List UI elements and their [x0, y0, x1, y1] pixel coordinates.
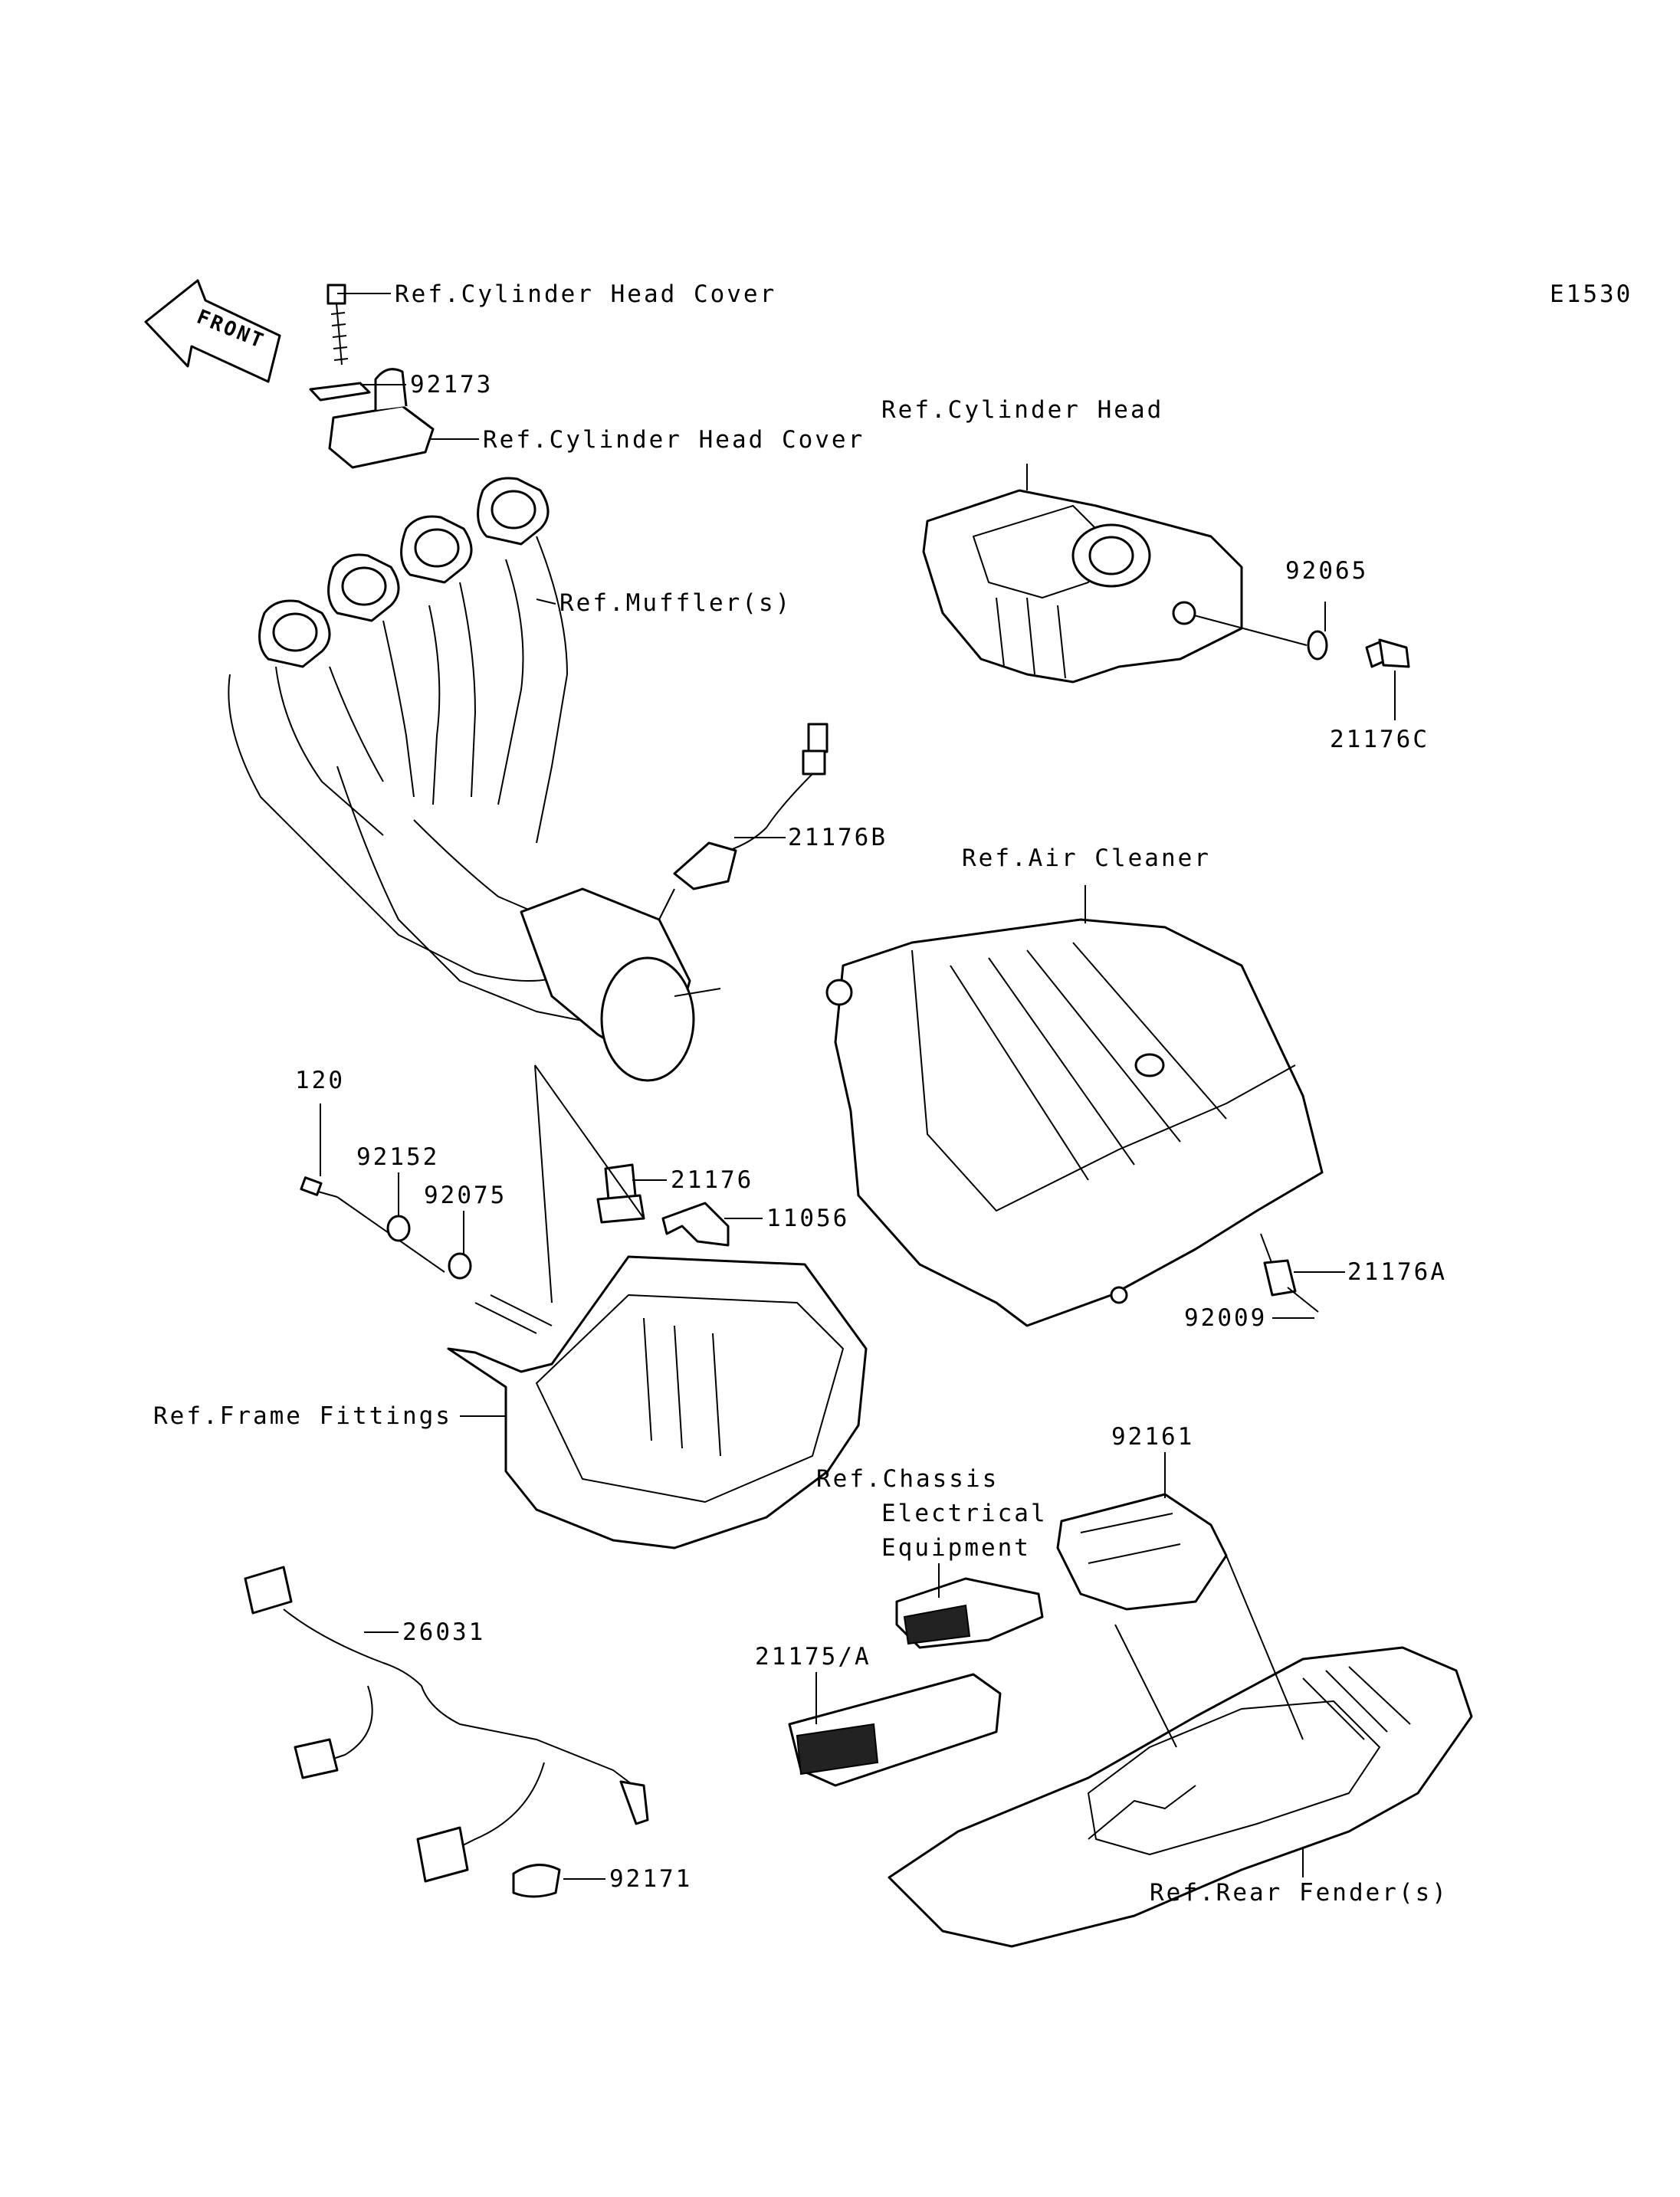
label-ref-muffler: Ref.Muffler(s)	[559, 589, 792, 617]
label-ref-rear-fender: Ref.Rear Fender(s)	[1150, 1879, 1449, 1907]
washer-92065	[1307, 630, 1328, 661]
sensor-21176	[596, 1163, 645, 1224]
label-92161: 92161	[1111, 1423, 1194, 1451]
air-cleaner	[825, 918, 1324, 1327]
label-ref-chassis-2: Electrical	[881, 1500, 1048, 1527]
label-11056: 11056	[766, 1205, 849, 1232]
label-120: 120	[295, 1067, 345, 1094]
diagram-code: E1530	[1550, 280, 1632, 308]
label-26031: 26031	[402, 1618, 485, 1646]
leader	[536, 598, 556, 605]
oxygen-sensor-21176b	[658, 723, 829, 920]
label-92173: 92173	[410, 371, 493, 398]
label-ref-cylinder-head-cover-2: Ref.Cylinder Head Cover	[483, 426, 865, 454]
label-21176: 21176	[671, 1166, 753, 1194]
ecu-bracket-92161	[1056, 1493, 1228, 1611]
leader-pair	[1114, 1555, 1304, 1748]
chassis-ecu	[895, 1577, 1044, 1649]
cylinder-head	[922, 489, 1243, 684]
front-arrow-icon: FRONT	[144, 279, 281, 383]
label-ref-air-cleaner: Ref.Air Cleaner	[962, 844, 1211, 872]
exhaust-header	[228, 477, 721, 1082]
clamp-92171	[512, 1864, 561, 1898]
leader-pair	[534, 1064, 645, 1303]
label-21176c: 21176C	[1330, 726, 1429, 753]
label-ref-frame-fittings: Ref.Frame Fittings	[153, 1402, 452, 1430]
label-21176b: 21176B	[788, 824, 888, 851]
label-92075: 92075	[424, 1182, 507, 1209]
label-92009: 92009	[1184, 1304, 1267, 1332]
label-21175a: 21175/A	[755, 1643, 871, 1671]
rear-fender	[888, 1646, 1473, 1948]
frame-fitting-tray	[447, 1255, 868, 1549]
label-ref-chassis-1: Ref.Chassis	[816, 1465, 999, 1493]
label-92152: 92152	[356, 1143, 439, 1171]
label-ref-chassis-3: Equipment	[881, 1534, 1031, 1562]
label-21176a: 21176A	[1347, 1258, 1447, 1286]
temp-sensor-21176c	[1365, 638, 1410, 668]
label-ref-cylinder-head: Ref.Cylinder Head	[881, 396, 1163, 424]
bolt-120	[300, 1176, 338, 1198]
sensor-21176a	[1260, 1233, 1319, 1313]
ecu-21175a	[788, 1673, 1002, 1787]
label-ref-cylinder-head-cover-1: Ref.Cylinder Head Cover	[395, 280, 776, 308]
bracket-11056	[661, 1202, 730, 1247]
wiring-harness-26031	[244, 1566, 649, 1883]
nut-92075	[448, 1252, 472, 1280]
washer-92152	[386, 1215, 411, 1242]
label-92065: 92065	[1285, 557, 1368, 585]
label-92171: 92171	[609, 1865, 692, 1893]
leader	[1193, 615, 1308, 646]
